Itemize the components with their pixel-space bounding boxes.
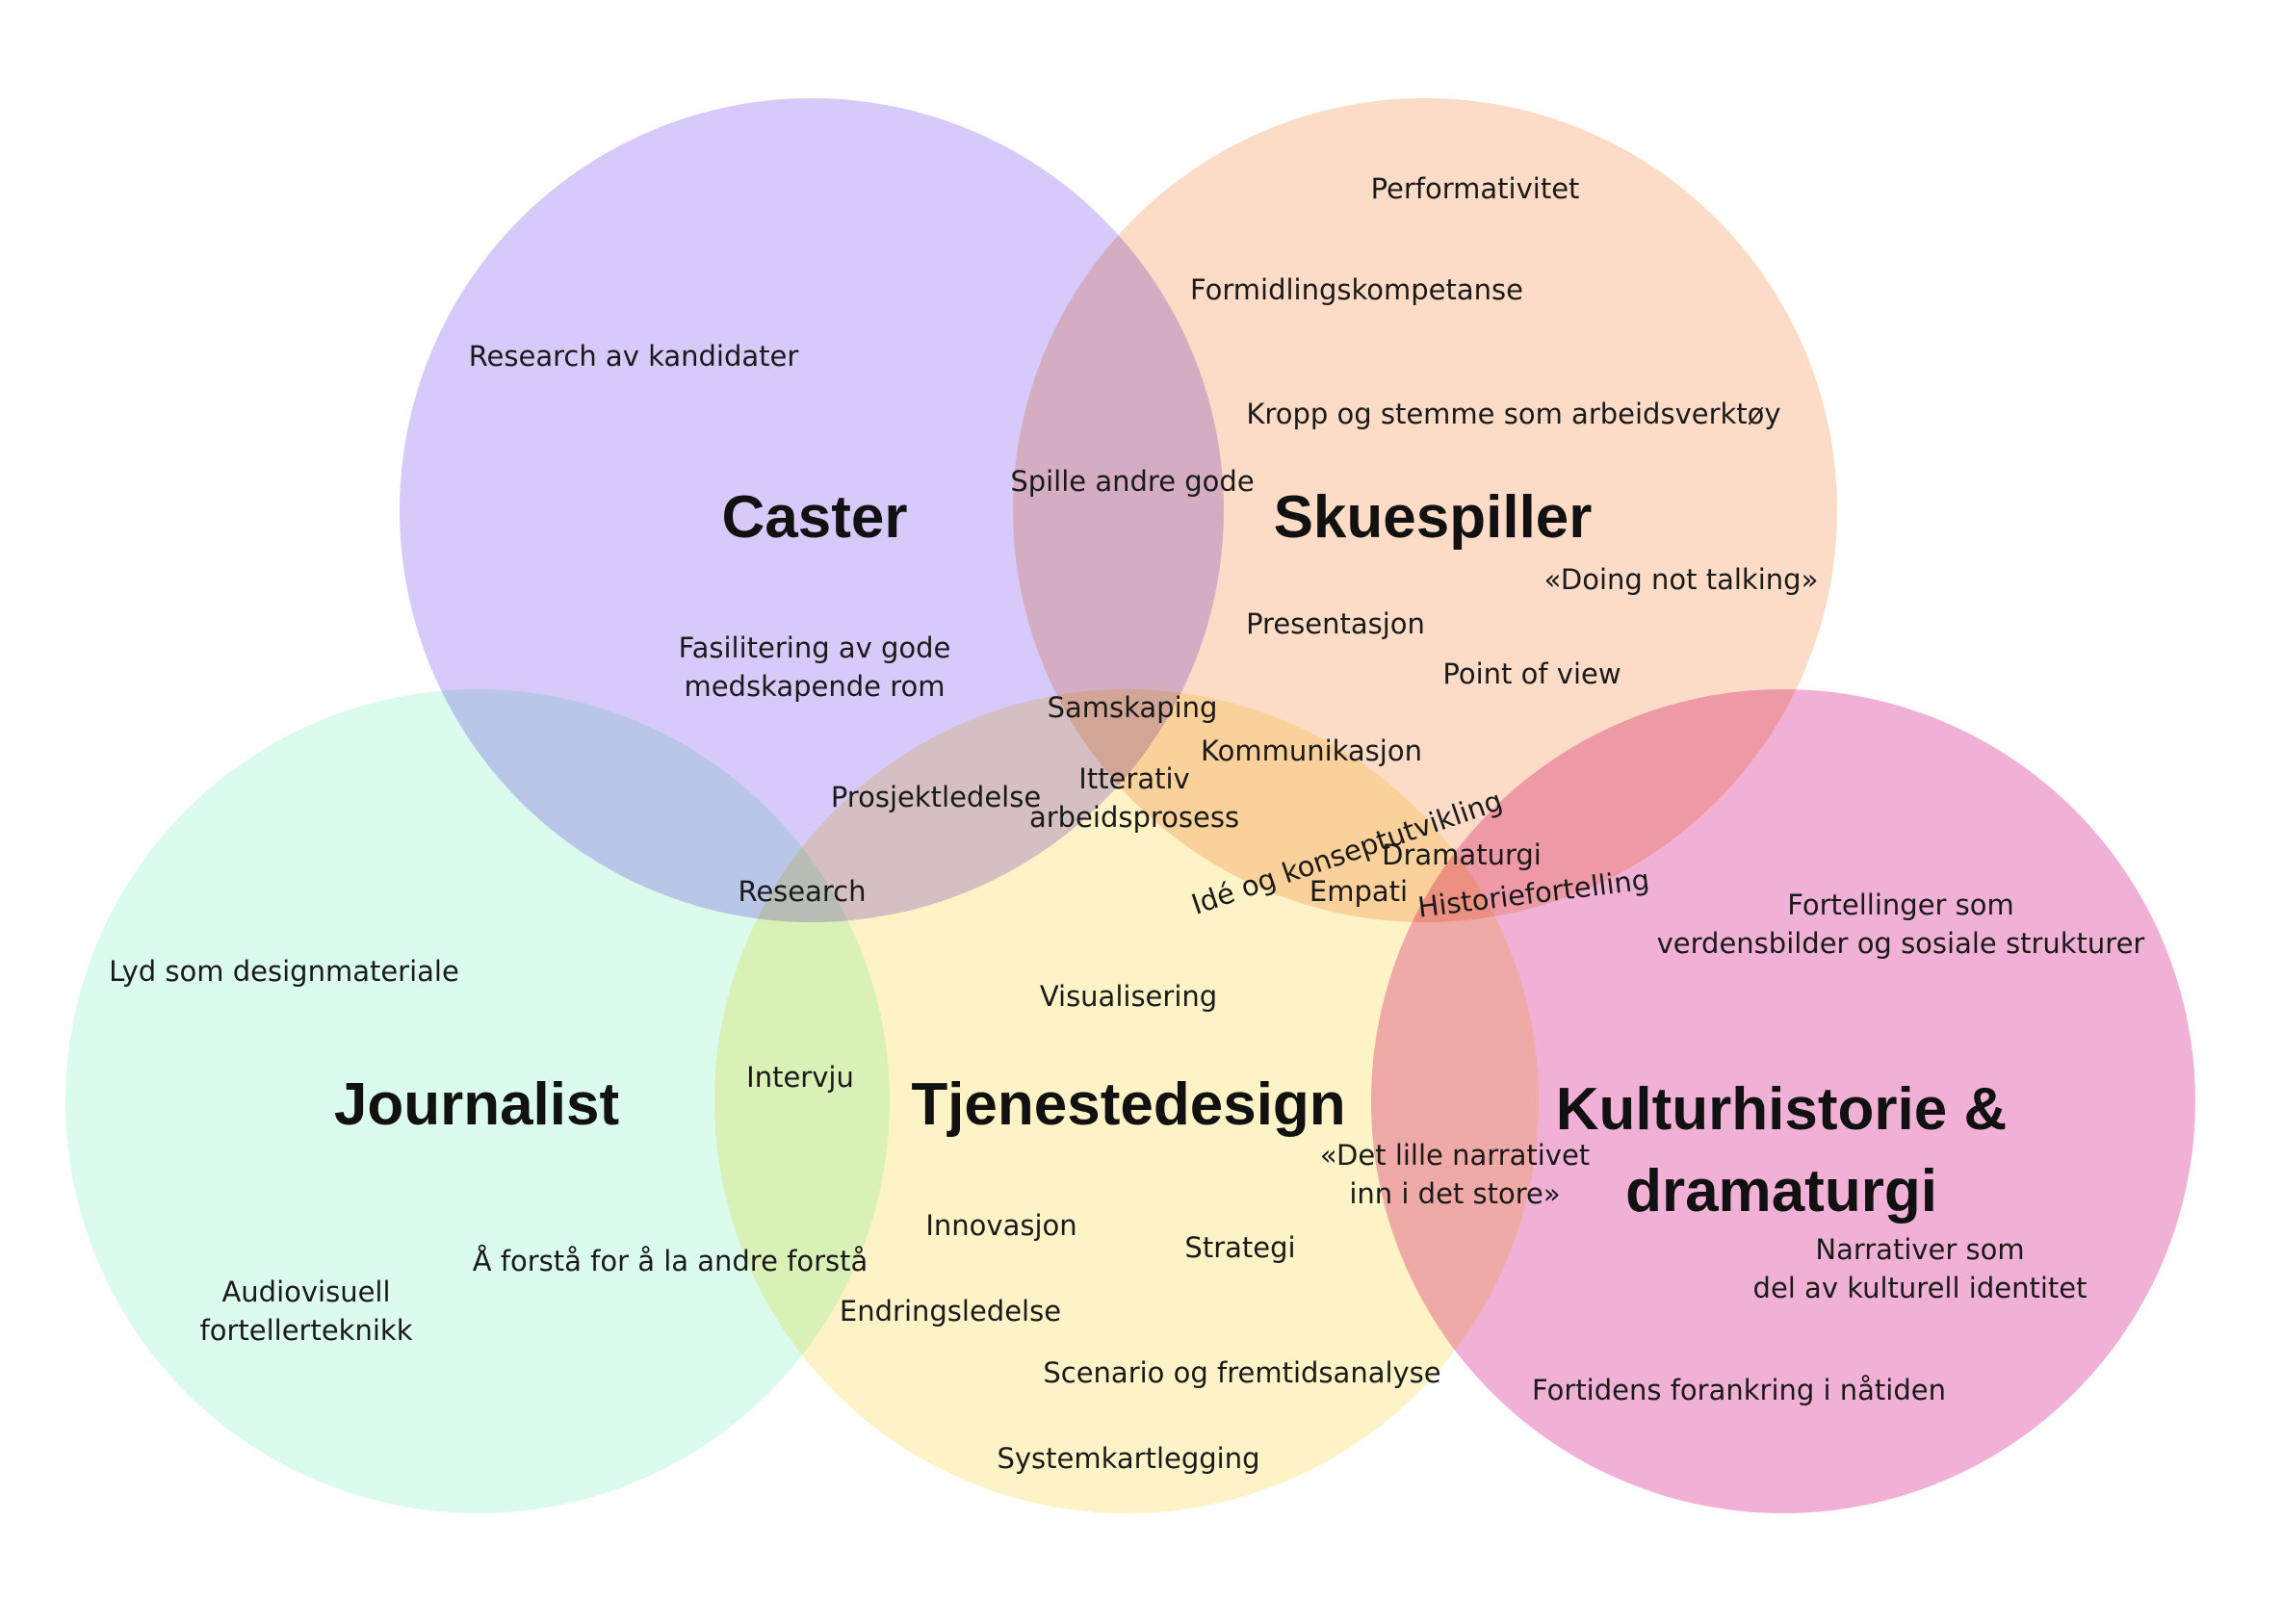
term-innovasjon: Innovasjon	[925, 1209, 1076, 1242]
term-det-lille-narrativet-line-2: inn i det store»	[1349, 1177, 1560, 1210]
term-point-of-view: Point of view	[1442, 657, 1621, 690]
journalist-title: Journalist	[334, 1071, 619, 1138]
term-systemkartlegging: Systemkartlegging	[997, 1442, 1259, 1475]
term-itterativ-line-2: arbeidsprosess	[1029, 801, 1239, 834]
term-strategi: Strategi	[1184, 1231, 1295, 1264]
term-det-lille-narrativet-line-1: «Det lille narrativet	[1320, 1139, 1590, 1172]
term-endringsledelse: Endringsledelse	[840, 1295, 1061, 1328]
term-fortellinger-line-2: verdensbilder og sosiale strukturer	[1657, 927, 2145, 960]
term-narrativer-line-2: del av kulturell identitet	[1753, 1272, 2088, 1304]
term-dramaturgi: Dramaturgi	[1382, 838, 1542, 871]
term-kommunikasjon: Kommunikasjon	[1201, 735, 1422, 767]
term-fortidens-forankring: Fortidens forankring i nåtiden	[1532, 1374, 1946, 1406]
term-audiovisuell-line-1: Audiovisuell	[221, 1276, 390, 1308]
term-fortellinger-line-1: Fortellinger som	[1787, 889, 2014, 921]
term-presentasjon: Presentasjon	[1246, 607, 1425, 640]
term-samskaping: Samskaping	[1048, 691, 1218, 724]
term-performativitet: Performativitet	[1371, 172, 1580, 205]
term-prosjektledelse: Prosjektledelse	[831, 781, 1041, 813]
term-audiovisuell-line-2: fortellerteknikk	[200, 1314, 413, 1347]
caster-title: Caster	[722, 484, 908, 551]
term-spille-andre-gode: Spille andre gode	[1010, 465, 1254, 498]
term-intervju: Intervju	[746, 1061, 854, 1094]
term-a-forsta: Å forstå for å la andre forstå	[473, 1245, 869, 1277]
term-kropp-og-stemme: Kropp og stemme som arbeidsverktøy	[1246, 398, 1780, 430]
kulturhistorie-title-line-2: dramaturgi	[1625, 1158, 1937, 1224]
term-itterativ-line-1: Itterativ	[1078, 762, 1189, 795]
term-lyd-som-designmateriale: Lyd som designmateriale	[109, 955, 459, 988]
tjenestedesign-title: Tjenestedesign	[911, 1071, 1345, 1138]
tjenestedesign-circle	[714, 689, 1539, 1513]
skuespiller-title: Skuespiller	[1274, 484, 1593, 551]
term-research-av-kandidater: Research av kandidater	[469, 340, 799, 373]
term-narrativer-line-1: Narrativer som	[1815, 1233, 2024, 1266]
term-empati: Empati	[1310, 875, 1408, 908]
term-fasilitering-line-2: medskapende rom	[684, 670, 945, 703]
term-doing-not-talking: «Doing not talking»	[1544, 563, 1819, 596]
journalist-circle	[65, 689, 890, 1513]
term-formidlingskompetanse: Formidlingskompetanse	[1190, 273, 1523, 306]
term-scenario: Scenario og fremtidsanalyse	[1043, 1356, 1440, 1389]
kulturhistorie-title-line-1: Kulturhistorie &	[1556, 1076, 2007, 1143]
term-research: Research	[738, 875, 866, 908]
kulturhistorie-circle	[1371, 689, 2195, 1513]
term-visualisering: Visualisering	[1040, 980, 1217, 1013]
term-fasilitering-line-1: Fasilitering av gode	[679, 632, 951, 664]
